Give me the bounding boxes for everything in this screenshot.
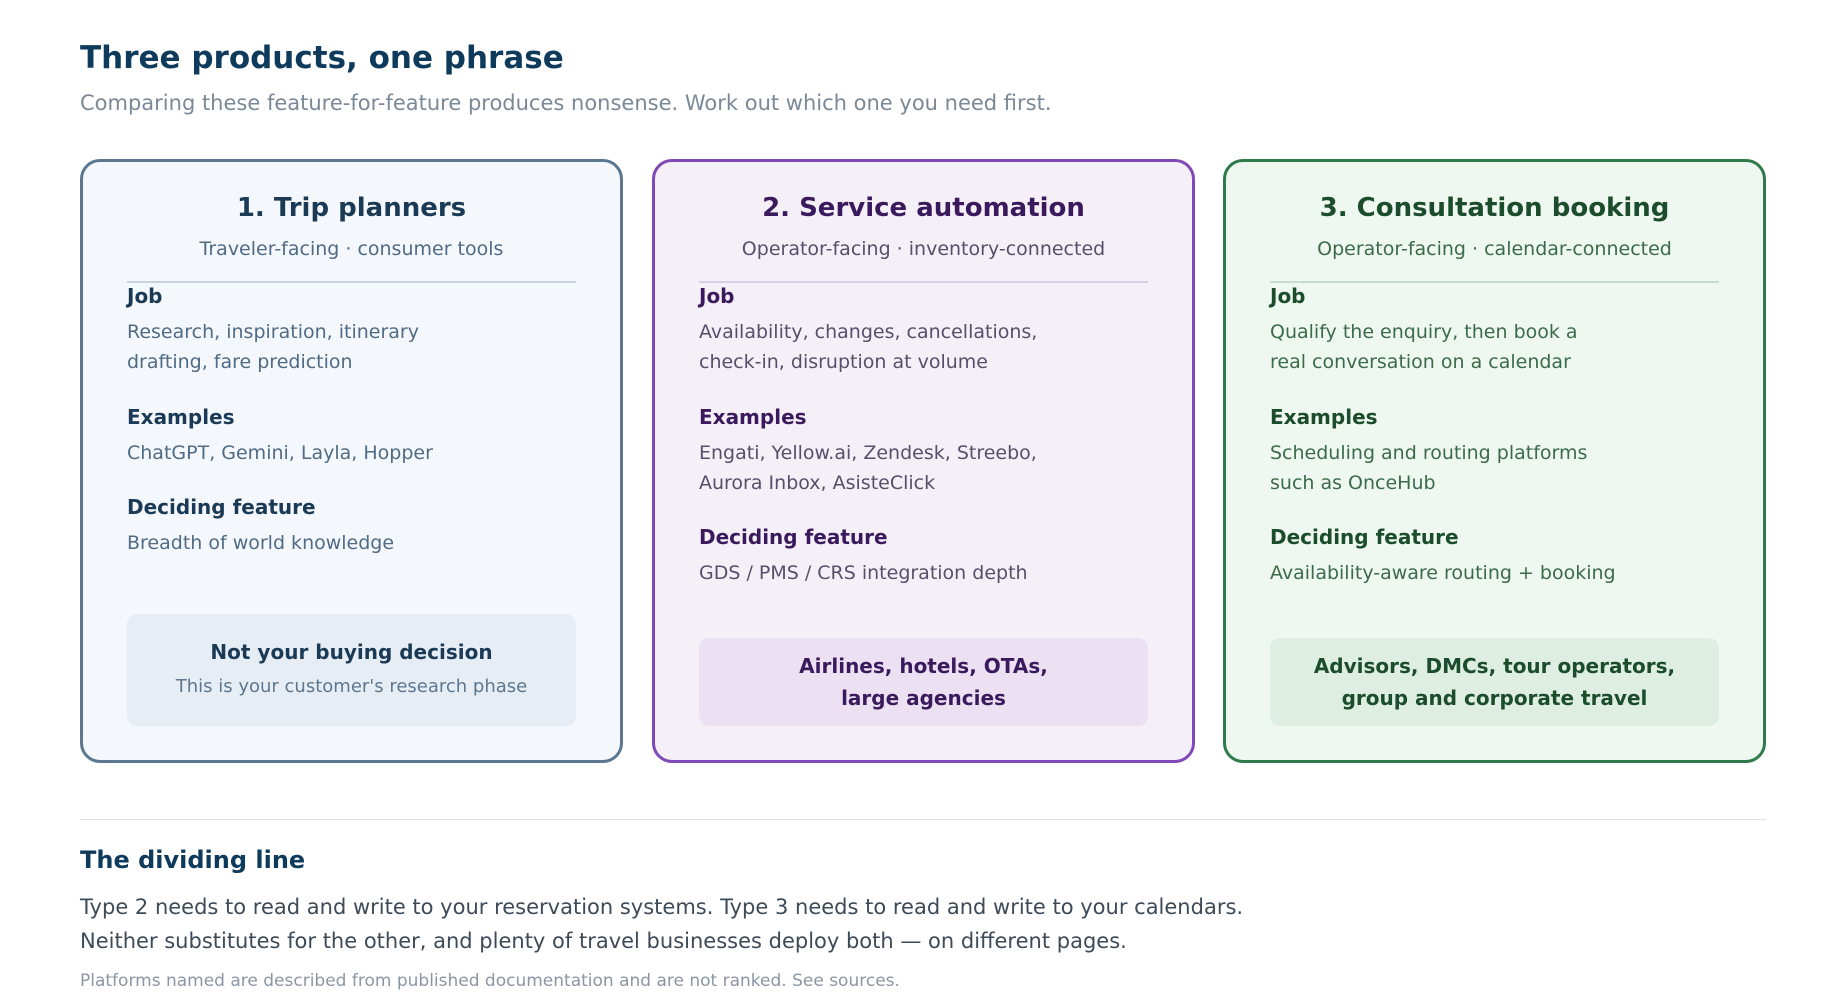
examples-text: Engati, Yellow.ai, Zendesk, Streebo, Aur…: [699, 442, 1037, 494]
examples-text: Scheduling and routing platforms such as…: [1270, 442, 1588, 494]
card-subtitle: Operator-facing · calendar-connected: [1317, 238, 1672, 260]
job-text: Qualify the enquiry, then book a real co…: [1270, 321, 1578, 373]
job-label: Job: [127, 284, 163, 308]
deciding-label: Deciding feature: [1270, 525, 1459, 549]
footer-title: Not your buying decision: [210, 640, 493, 664]
card-title: 3. Consultation booking: [1319, 193, 1670, 223]
sources-note: Platforms named are described from publi…: [80, 971, 900, 991]
card-footer: Advisors, DMCs, tour operators, group an…: [1270, 638, 1719, 726]
deciding-label: Deciding feature: [699, 525, 888, 549]
footer-title-line: Airlines, hotels, OTAs,: [799, 654, 1048, 678]
deciding-label: Deciding feature: [127, 495, 316, 519]
footer-subtitle: This is your customer's research phase: [175, 676, 528, 697]
examples-label: Examples: [1270, 405, 1378, 429]
examples-label: Examples: [699, 405, 807, 429]
card-divider: [699, 281, 1148, 283]
card-service-automation: 2. Service automation Operator-facing · …: [652, 159, 1195, 763]
page: Three products, one phrase Comparing the…: [80, 0, 1766, 1000]
card-consultation-booking: 3. Consultation booking Operator-facing …: [1223, 159, 1766, 763]
job-label: Job: [1270, 284, 1306, 308]
card-footer: Not your buying decision This is your cu…: [127, 614, 576, 726]
card-divider: [127, 281, 576, 283]
section-divider: [80, 819, 1766, 820]
card-divider: [1270, 281, 1719, 283]
card-title: 1. Trip planners: [236, 193, 467, 223]
footer-title-line: group and corporate travel: [1341, 686, 1648, 710]
examples-label: Examples: [127, 405, 235, 429]
card-subtitle: Operator-facing · inventory-connected: [741, 238, 1106, 260]
page-title: Three products, one phrase: [80, 40, 564, 76]
footer-title-line: large agencies: [841, 686, 1006, 710]
card-subtitle: Traveler-facing · consumer tools: [199, 238, 504, 260]
card-footer: Airlines, hotels, OTAs, large agencies: [699, 638, 1148, 726]
deciding-text: Availability-aware routing + booking: [1270, 562, 1616, 584]
job-label: Job: [699, 284, 735, 308]
dividing-line-title: The dividing line: [80, 846, 306, 874]
deciding-text: Breadth of world knowledge: [127, 532, 395, 554]
card-title: 2. Service automation: [762, 193, 1085, 223]
job-text: Research, inspiration, itinerary draftin…: [127, 321, 419, 373]
dividing-line-text: Type 2 needs to read and write to your r…: [80, 895, 1244, 953]
deciding-text: GDS / PMS / CRS integration depth: [699, 562, 1028, 584]
examples-text: ChatGPT, Gemini, Layla, Hopper: [127, 442, 433, 464]
card-trip-planners: 1. Trip planners Traveler-facing · consu…: [80, 159, 623, 763]
footer-title-line: Advisors, DMCs, tour operators,: [1313, 654, 1676, 678]
job-text: Availability, changes, cancellations, ch…: [699, 321, 1038, 373]
page-subtitle: Comparing these feature-for-feature prod…: [80, 91, 1052, 115]
product-cards: 1. Trip planners Traveler-facing · consu…: [80, 159, 1766, 763]
